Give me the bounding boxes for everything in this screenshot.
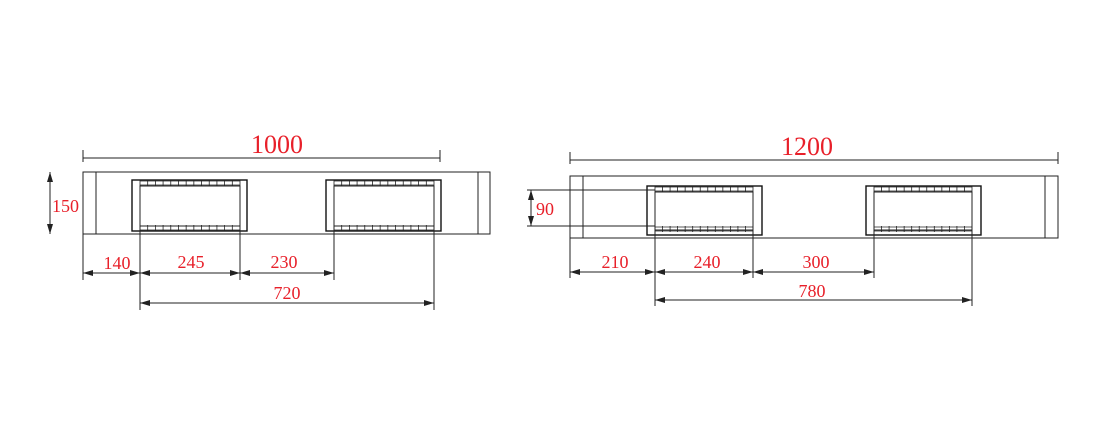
left-dim-230-label: 230 xyxy=(271,252,298,272)
right-dim-240-label: 240 xyxy=(694,252,721,272)
left-pallet-body xyxy=(82,171,491,235)
opening-slat-row xyxy=(873,186,973,192)
opening-slat-row xyxy=(333,225,435,231)
left-height-label: 150 xyxy=(52,196,79,216)
right-overall-length-label: 1200 xyxy=(781,132,833,161)
left-pallet-view: 1000 150 140 245 xyxy=(47,130,491,310)
opening-slat-row xyxy=(139,180,241,186)
left-opening-1 xyxy=(131,179,248,232)
left-dim-140-label: 140 xyxy=(104,253,131,273)
right-height-label: 90 xyxy=(536,199,554,219)
right-dim-780-label: 780 xyxy=(799,281,826,301)
left-overall-length-label: 1000 xyxy=(251,130,303,159)
opening-slat-row xyxy=(333,180,435,186)
right-dim-300-label: 300 xyxy=(803,252,830,272)
opening-slat-row xyxy=(654,226,754,232)
right-opening-2 xyxy=(865,185,982,236)
left-dim-245-label: 245 xyxy=(178,252,205,272)
opening-slat-row xyxy=(139,225,241,231)
right-opening-1 xyxy=(646,185,763,236)
right-pallet-view: 1200 90 210 xyxy=(527,132,1059,306)
left-opening-2 xyxy=(325,179,442,232)
opening-slat-row xyxy=(873,226,973,232)
right-dim-210-label: 210 xyxy=(602,252,629,272)
left-dim-720-label: 720 xyxy=(274,283,301,303)
opening-slat-row xyxy=(654,186,754,192)
right-pallet-body xyxy=(569,175,1059,239)
